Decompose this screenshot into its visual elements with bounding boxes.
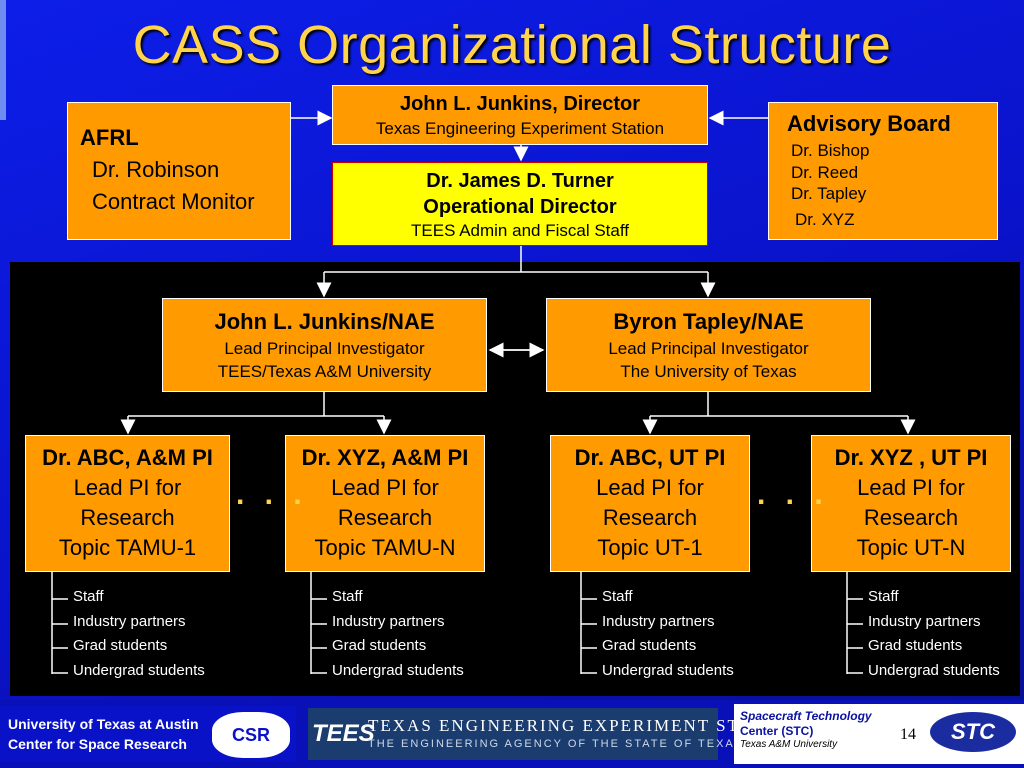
topic-pi-name: Dr. XYZ , UT PI (834, 445, 988, 470)
lead-pi-org: The University of Texas (620, 362, 797, 381)
topic-pi-line: Research (602, 505, 698, 530)
topic-pi-line: Lead PI for (857, 475, 965, 500)
left-accent-stripe (0, 0, 6, 120)
lead-pi-name: Byron Tapley/NAE (613, 309, 804, 334)
advisory-member: Dr. XYZ (795, 210, 855, 229)
topic-pi-name: Dr. ABC, A&M PI (42, 445, 213, 470)
topic-pi-box-tamu-1: Dr. ABC, A&M PI Lead PI for Research Top… (25, 435, 230, 572)
slide-title: CASS Organizational Structure (132, 15, 892, 75)
csr-line-2: Center for Space Research (8, 736, 187, 752)
team-item: Grad students (73, 637, 168, 654)
topic-pi-line: Topic UT-N (856, 535, 966, 560)
lead-pi-box-ut: Byron Tapley/NAE Lead Principal Investig… (546, 298, 871, 392)
afrl-heading: AFRL (80, 125, 139, 150)
stc-line-3: Texas A&M University (740, 739, 838, 750)
topic-pi-line: Lead PI for (331, 475, 439, 500)
team-item: Staff (332, 588, 363, 605)
team-item: Industry partners (868, 613, 981, 630)
topic-pi-line: Research (80, 505, 175, 530)
ut-ellipsis: . . . (757, 478, 829, 511)
topic-pi-box-ut-1: Dr. ABC, UT PI Lead PI for Research Topi… (550, 435, 750, 572)
tees-footer-block: TEES TEXAS ENGINEERING EXPERIMENT STATIO… (308, 708, 798, 760)
director-box: John L. Junkins, Director Texas Engineer… (332, 85, 708, 145)
afrl-contact: Dr. Robinson (92, 157, 220, 182)
tamu-ellipsis: . . . (236, 478, 308, 511)
tees-line-1: TEXAS ENGINEERING EXPERIMENT STATION (368, 716, 800, 735)
team-item: Industry partners (332, 613, 445, 630)
advisory-member: Dr. Reed (791, 163, 859, 182)
team-item: Staff (73, 588, 104, 605)
team-tree-3 (580, 572, 597, 674)
team-item: Undergrad students (868, 662, 1000, 679)
ops-role: Operational Director (423, 196, 617, 218)
lead-pi-name: John L. Junkins/NAE (214, 309, 435, 334)
topic-pi-box-tamu-n: Dr. XYZ, A&M PI Lead PI for Research Top… (285, 435, 485, 572)
advisory-member: Dr. Bishop (791, 141, 870, 160)
topic-pi-line: Research (863, 505, 959, 530)
director-name: John L. Junkins, Director (399, 93, 641, 115)
stc-line-1: Spacecraft Technology (740, 709, 872, 723)
team-item: Grad students (868, 637, 963, 654)
page-number: 14 (900, 726, 916, 743)
lead-pi-box-tamu: John L. Junkins/NAE Lead Principal Inves… (162, 298, 487, 392)
topic-pi-name: Dr. XYZ, A&M PI (301, 445, 469, 470)
ops-name: Dr. James D. Turner (426, 170, 614, 192)
advisory-board-box: Advisory Board Dr. Bishop Dr. Reed Dr. T… (768, 102, 998, 240)
topic-pi-name: Dr. ABC, UT PI (574, 445, 726, 470)
operational-director-box: Dr. James D. Turner Operational Director… (332, 162, 708, 246)
lead-pi-role: Lead Principal Investigator (224, 339, 425, 358)
topic-pi-line: Topic TAMU-N (314, 535, 456, 560)
team-item: Grad students (332, 637, 427, 654)
csr-line-1: University of Texas at Austin (8, 716, 199, 732)
topic-pi-line: Lead PI for (73, 475, 182, 500)
advisory-heading: Advisory Board (787, 111, 951, 136)
stc-logo: STC (930, 712, 1016, 752)
lead-pi-org: TEES/Texas A&M University (217, 362, 432, 381)
team-tree-4 (846, 572, 863, 674)
lead-pi-role: Lead Principal Investigator (608, 339, 809, 358)
stc-line-2: Center (STC) (740, 724, 814, 738)
advisory-member: Dr. Tapley (791, 184, 867, 203)
topic-pi-box-ut-n: Dr. XYZ , UT PI Lead PI for Research Top… (811, 435, 1011, 572)
topic-pi-line: Research (337, 505, 433, 530)
team-item: Undergrad students (602, 662, 734, 679)
tees-line-2: THE ENGINEERING AGENCY OF THE STATE OF T… (368, 738, 745, 750)
team-item: Industry partners (73, 613, 186, 630)
team-item: Staff (602, 588, 633, 605)
team-item: Grad students (602, 637, 697, 654)
stc-footer-block: Spacecraft Technology Center (STC) Texas… (734, 704, 1024, 764)
team-item: Undergrad students (73, 662, 205, 679)
csr-footer-block: University of Texas at Austin Center for… (0, 706, 296, 762)
org-chart-connectors (51, 110, 916, 674)
ops-staff: TEES Admin and Fiscal Staff (411, 221, 629, 240)
topic-pi-line: Topic TAMU-1 (58, 535, 197, 560)
team-item: Industry partners (602, 613, 715, 630)
topic-pi-line: Lead PI for (596, 475, 704, 500)
team-tree-1 (51, 572, 68, 674)
team-item: Undergrad students (332, 662, 464, 679)
csr-logo: CSR (212, 712, 290, 758)
afrl-box: AFRL Dr. Robinson Contract Monitor (67, 102, 291, 240)
team-item: Staff (868, 588, 899, 605)
topic-pi-line: Topic UT-1 (597, 535, 703, 560)
tees-logo: TEES (312, 720, 375, 747)
team-tree-2 (310, 572, 327, 674)
afrl-role: Contract Monitor (92, 189, 255, 214)
director-org: Texas Engineering Experiment Station (375, 119, 665, 138)
